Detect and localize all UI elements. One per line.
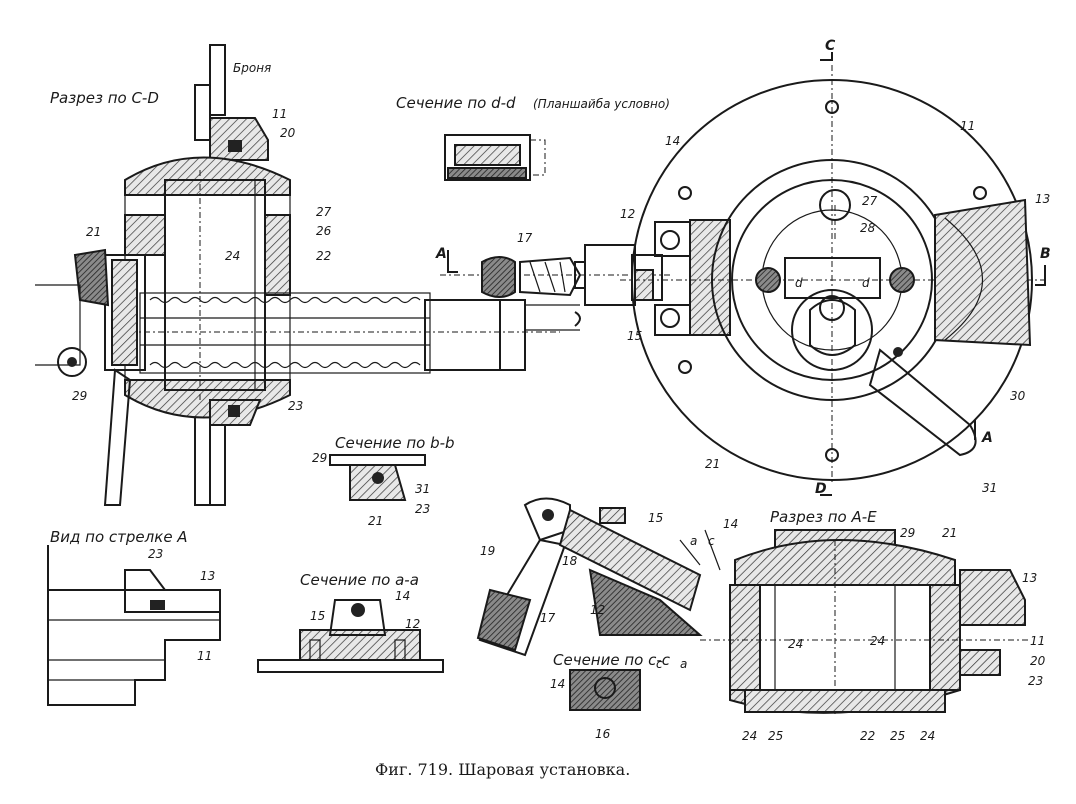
part-number: 29 [312,451,327,465]
part-number: 14 [550,677,565,691]
part-numbers-arrow-a: 23 13 11 [148,547,215,663]
part-number: 16 [595,727,611,741]
part-number: 19 [480,544,495,558]
part-number: 14 [395,589,410,603]
part-number: 18 [562,554,578,568]
section-aa-view [257,599,444,673]
part-number: 31 [415,482,430,496]
part-number: 13 [1035,192,1050,206]
part-number: 20 [280,126,296,140]
part-number: 23 [415,502,430,516]
small-label-a: а [690,534,697,548]
part-number: 11 [960,119,975,133]
figure-caption: Фиг. 719. Шаровая установка. [375,760,630,779]
part-numbers-mid: 17 12 15 [517,207,642,343]
part-number: 22 [860,729,875,743]
part-number: 15 [648,511,663,525]
part-number: 13 [1022,571,1037,585]
part-numbers-bb: 29 31 23 21 [312,451,430,528]
lower-linkage [476,497,721,657]
title-section-dd-note: (Планшайба условно) [533,97,670,111]
part-number: 11 [197,649,212,663]
middle-linkage [440,219,731,336]
part-numbers-cc: 14 16 [550,677,611,741]
part-number: 21 [86,225,101,239]
part-number: 17 [540,611,556,625]
section-cc-view [569,669,641,711]
plan-view [620,52,1046,496]
part-number: 21 [705,457,720,471]
part-numbers-right: 14 11 13 27 28 30 21 31 [665,119,1050,495]
cut-label-d: D [815,481,827,497]
part-number: 14 [665,134,680,148]
part-number: 17 [517,231,533,245]
part-number: 21 [942,526,957,540]
part-number: 15 [627,329,642,343]
part-number: 23 [148,547,163,561]
part-number: 25 [768,729,783,743]
part-numbers-lower-mid: 19 18 15 14 12 17 [480,511,738,625]
part-number: 24 [742,729,757,743]
part-number: 29 [72,389,87,403]
cut-label-a: А [435,246,447,262]
part-number: 11 [272,107,287,121]
part-number: 20 [1030,654,1046,668]
part-number: 26 [316,224,332,238]
part-number: 27 [862,194,878,208]
small-label-c2: с [656,657,663,671]
title-section-ae: Разрез по А-Е [770,508,877,526]
part-number: 21 [368,514,383,528]
view-titles: Разрез по С-D Сечение по d-d (Планшайба … [50,89,877,669]
part-number: 30 [1010,389,1026,403]
title-section-aa: Сечение по а-а [300,571,419,589]
title-section-cc: Сечение по с-с [553,651,671,669]
part-number: 23 [1028,674,1043,688]
thread-shaft [130,296,560,369]
part-numbers-ae: 29 21 13 24 24 11 20 23 24 25 22 25 24 [742,526,1046,743]
part-number: 29 [900,526,915,540]
part-number: 24 [920,729,935,743]
title-section-cd: Разрез по С-D [50,89,159,107]
section-ae-view [700,529,1030,715]
small-label-c: с [708,534,715,548]
part-number: 12 [405,617,420,631]
part-number: 24 [870,634,885,648]
part-number: 25 [890,729,905,743]
part-number: 14 [723,517,738,531]
title-section-dd: Сечение по d-d [396,94,516,112]
part-number: 23 [288,399,303,413]
small-label-d1: d [795,276,803,290]
title-view-arrow-a: Вид по стрелке А [50,528,188,546]
small-label-d2: d [862,276,870,290]
label-armor: Броня [233,61,271,75]
cut-label-c: С [825,38,836,54]
part-number: 12 [620,207,635,221]
section-dd-view [444,134,546,181]
view-arrow-a [47,545,221,706]
part-number: 22 [316,249,331,263]
part-number: 12 [590,603,605,617]
section-bb-view [329,454,426,501]
part-number: 24 [225,249,240,263]
part-number: 28 [860,221,876,235]
small-label-a2: а [680,657,687,671]
title-section-bb: Сечение по b-b [335,434,455,452]
cut-label-a2: А [981,430,993,446]
part-number: 11 [1030,634,1045,648]
part-number: 24 [788,637,803,651]
cut-label-b: В [1040,246,1051,262]
part-number: 15 [310,609,325,623]
section-cd-view [35,44,581,506]
part-numbers-left: 11 20 27 26 22 21 24 29 23 [72,107,332,413]
cut-labels: Броня С D А В А d d а с с а [233,38,1051,671]
part-number: 27 [316,205,332,219]
part-number: 31 [982,481,997,495]
part-numbers-aa: 15 14 12 [310,589,420,631]
part-number: 13 [200,569,215,583]
